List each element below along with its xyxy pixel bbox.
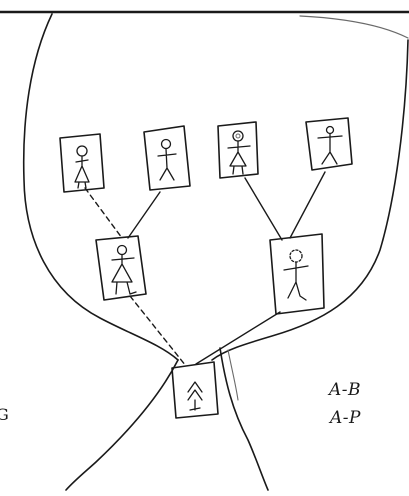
portrait-man-1 xyxy=(144,126,190,190)
annotation-a-p: A-P xyxy=(330,408,361,428)
branch-topthird-to-midright xyxy=(245,178,282,240)
tree-trunk-left xyxy=(66,360,178,490)
annotation-a-b: A-B xyxy=(329,380,361,400)
portrait-woman-1 xyxy=(60,134,104,192)
tree-canopy-outline xyxy=(24,14,408,360)
branch-topfourth-to-midright xyxy=(290,172,325,238)
branch-topsecond-to-midleft xyxy=(128,192,160,238)
canopy-top-right xyxy=(300,16,408,38)
portrait-woman-parent xyxy=(96,236,146,300)
branch-midleft-to-child xyxy=(130,296,186,366)
portrait-man-parent xyxy=(270,234,324,314)
portrait-woman-2 xyxy=(218,122,258,178)
branch-topleft-to-midleft xyxy=(85,188,122,238)
portrait-child xyxy=(172,362,218,418)
tree-trunk-right xyxy=(220,348,268,490)
edge-letter: G xyxy=(0,405,9,424)
portrait-man-2 xyxy=(306,118,352,170)
